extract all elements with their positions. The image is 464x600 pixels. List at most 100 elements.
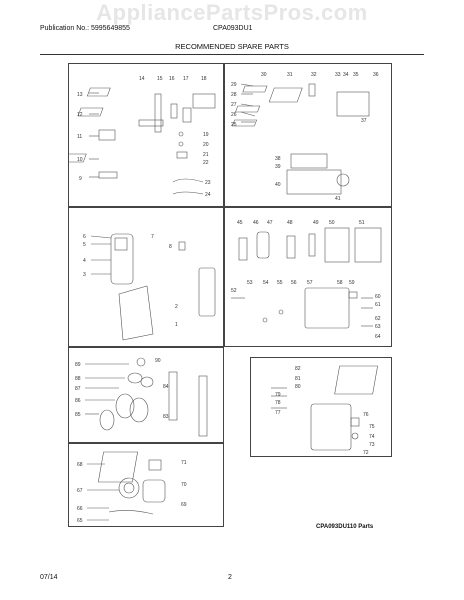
callout-87: 87 [75,386,81,392]
exploded-view-4: 45 46 47 48 49 50 51 52 53 54 55 56 57 5… [231,220,382,340]
callout-53: 53 [247,280,253,286]
callout-58: 58 [337,280,343,286]
callout-36: 36 [373,72,379,78]
diagram-panel-4: 45 46 47 48 49 50 51 52 53 54 55 56 57 5… [224,207,392,347]
exploded-view-2: 30 31 32 33 34 35 36 29 28 27 26 25 37 3… [231,72,379,202]
callout-50: 50 [329,220,335,226]
callout-5: 5 [83,242,86,248]
callout-46: 46 [253,220,259,226]
callout-90: 90 [155,358,161,364]
callout-52: 52 [231,288,237,294]
callout-2: 2 [175,304,178,310]
callout-35: 35 [353,72,359,78]
callout-65: 65 [77,518,83,524]
callout-64: 64 [375,334,381,340]
callout-75: 75 [369,424,375,430]
callout-31: 31 [287,72,293,78]
callout-7: 7 [151,234,154,240]
callout-14: 14 [139,76,145,82]
callout-72: 72 [363,450,369,456]
callout-9: 9 [79,176,82,182]
callout-70: 70 [181,482,187,488]
diagram-panel-1: 14 15 16 17 18 13 12 11 10 9 19 20 21 22… [68,63,224,207]
callout-33: 33 [335,72,341,78]
callout-6: 6 [83,234,86,240]
callout-28: 28 [231,92,237,98]
callout-71: 71 [181,460,187,466]
callout-29: 29 [231,82,237,88]
publication-number: Publication No.: 5995649855 [40,25,130,32]
callout-74: 74 [369,434,375,440]
callout-66: 66 [77,506,83,512]
watermark-text: AppliancePartsPros.com [96,0,368,25]
callout-69: 69 [181,502,187,508]
callout-32: 32 [311,72,317,78]
callout-41: 41 [335,196,341,202]
callout-20: 20 [203,142,209,148]
callout-48: 48 [287,220,293,226]
callout-13: 13 [77,92,83,98]
exploded-view-6: 82 81 80 79 78 77 76 75 74 73 72 [271,365,378,456]
callout-78: 78 [275,400,281,406]
diagram-panel-6: 82 81 80 79 78 77 76 75 74 73 72 [250,357,392,457]
callout-37: 37 [361,118,367,124]
exploded-view-1: 14 15 16 17 18 13 12 11 10 9 19 20 21 22… [69,76,216,198]
callout-17: 17 [183,76,189,82]
callout-61: 61 [375,302,381,308]
callout-86: 86 [75,398,81,404]
callout-45: 45 [237,220,243,226]
callout-11: 11 [77,134,82,140]
callout-12: 12 [77,112,83,118]
callout-21: 21 [203,152,209,158]
callout-81: 81 [295,376,301,382]
callout-77: 77 [275,410,281,416]
callout-8: 8 [169,244,172,250]
callout-3: 3 [83,272,86,278]
callout-67: 67 [77,488,83,494]
callout-62: 62 [375,316,381,322]
callout-68: 68 [77,462,83,468]
diagram-panel-3: 6 5 4 3 7 8 2 1 [68,207,224,347]
page-title: RECOMMENDED SPARE PARTS [175,42,289,51]
model-number: CPA093DU1 [213,25,253,32]
callout-47: 47 [267,220,273,226]
diagram-panel-2: 30 31 32 33 34 35 36 29 28 27 26 25 37 3… [224,63,392,207]
diagram-caption: CPA093DU110 Parts [316,524,374,530]
callout-84: 84 [163,384,169,390]
watermark: AppliancePartsPros.com [0,0,464,26]
exploded-view-5: 89 88 87 86 85 84 83 90 [75,357,208,437]
exploded-view-7: 68 67 66 65 71 70 69 [77,451,187,524]
callout-26: 26 [231,112,237,118]
callout-83: 83 [163,414,169,420]
callout-73: 73 [369,442,375,448]
callout-10: 10 [77,157,83,163]
callout-63: 63 [375,324,381,330]
callout-16: 16 [169,76,175,82]
callout-76: 76 [363,412,369,418]
callout-79: 79 [275,392,281,398]
callout-85: 85 [75,412,81,418]
callout-18: 18 [201,76,207,82]
callout-40: 40 [275,182,281,188]
callout-4: 4 [83,258,86,264]
callout-15: 15 [157,76,163,82]
callout-22: 22 [203,160,209,166]
callout-27: 27 [231,102,237,108]
callout-25: 25 [231,122,237,128]
callout-34: 34 [343,72,349,78]
callout-38: 38 [275,156,281,162]
callout-24: 24 [205,192,211,198]
callout-88: 88 [75,376,81,382]
callout-56: 56 [291,280,297,286]
callout-1: 1 [175,322,178,328]
diagram-panel-7: 68 67 66 65 71 70 69 [68,443,224,527]
callout-23: 23 [205,180,211,186]
diagram-panel-5: 89 88 87 86 85 84 83 90 [68,347,224,443]
callout-60: 60 [375,294,381,300]
callout-51: 51 [359,220,365,226]
callout-30: 30 [261,72,267,78]
callout-55: 55 [277,280,283,286]
footer-date: 07/14 [40,574,58,581]
callout-80: 80 [295,384,301,390]
callout-19: 19 [203,132,209,138]
